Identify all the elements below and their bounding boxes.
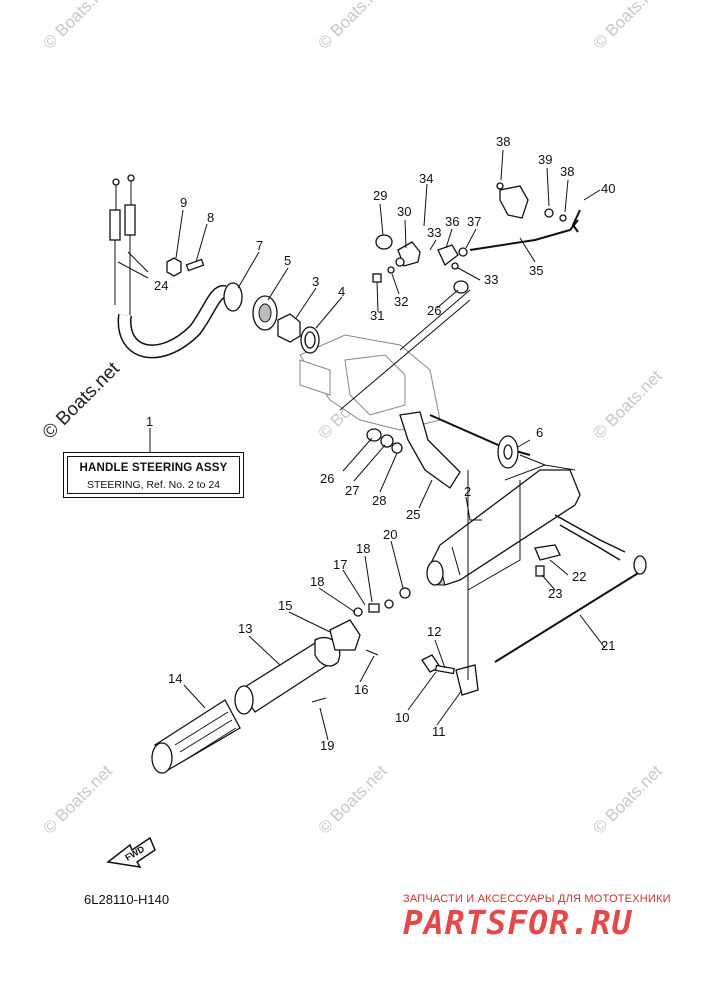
- bushing-stack: [223, 282, 320, 354]
- callout: 33: [484, 272, 498, 287]
- callout: 22: [572, 569, 586, 584]
- callout: 18: [356, 541, 370, 556]
- callout: 38: [560, 164, 574, 179]
- callout: 39: [538, 152, 552, 167]
- callout: 20: [383, 527, 397, 542]
- reference-lines: [339, 289, 521, 680]
- callout: 30: [397, 204, 411, 219]
- throttle-rod: [494, 514, 647, 663]
- upper-linkage: [372, 182, 581, 294]
- nut-and-bolt: [166, 257, 205, 277]
- callout: 3: [312, 274, 319, 289]
- callout: 32: [394, 294, 408, 309]
- brand-tagline: ЗАПЧАСТИ И АКСЕССУАРЫ ДЛЯ МОТОТЕХНИКИ: [403, 893, 671, 905]
- assembly-subtitle: STEERING, Ref. No. 2 to 24: [86, 479, 221, 491]
- callout: 40: [601, 181, 615, 196]
- grip-hardware: [353, 587, 411, 656]
- watermark: © Boats.net: [589, 761, 666, 838]
- callout: 26: [320, 471, 334, 486]
- watermark: © Boats.net: [39, 761, 116, 838]
- watermark-large: © Boats.net: [39, 358, 125, 444]
- assembly-title: HANDLE STEERING ASSY: [79, 462, 228, 474]
- callout: 27: [345, 483, 359, 498]
- assembly-label-box: HANDLE STEERING ASSY STEERING, Ref. No. …: [63, 452, 244, 498]
- watermark: © Boats.net: [589, 366, 666, 443]
- watermark: © Boats.net: [39, 0, 116, 53]
- callout: 38: [496, 134, 510, 149]
- callout: 26: [427, 303, 441, 318]
- callout: 18: [310, 574, 324, 589]
- callout: 13: [238, 621, 252, 636]
- watermark: © Boats.net: [314, 761, 391, 838]
- callout: 34: [419, 171, 433, 186]
- callout: 33: [427, 225, 441, 240]
- pivot-shaft: [429, 414, 546, 469]
- callout: 23: [548, 586, 562, 601]
- assembly-label-inner: HANDLE STEERING ASSY STEERING, Ref. No. …: [67, 456, 240, 494]
- callout-numbers: 2 3 4 5 6 7 8 9 10 11 12 13 14 15 16 17 …: [146, 134, 615, 753]
- callout: 25: [406, 507, 420, 522]
- callout: 9: [180, 195, 187, 210]
- friction-adjuster: [421, 654, 479, 696]
- callout: 4: [338, 284, 345, 299]
- callout: 17: [333, 557, 347, 572]
- callout: 6: [536, 425, 543, 440]
- callout: 5: [284, 253, 291, 268]
- diagram-code: 6L28110-H140: [84, 892, 170, 907]
- callout: 10: [395, 710, 409, 725]
- brand-logo[interactable]: ЗАПЧАСТИ И АКСЕССУАРЫ ДЛЯ МОТОТЕХНИКИ PA…: [403, 893, 687, 941]
- brand-name: PARTSFOR.RU: [403, 903, 633, 942]
- callout: 36: [445, 214, 459, 229]
- callout: 24: [154, 278, 168, 293]
- callout: 2: [464, 484, 471, 499]
- watermark: © Boats.net: [589, 0, 666, 53]
- assembly-callout: 1: [146, 414, 153, 429]
- throttle-cables: [109, 174, 227, 359]
- throttle-grip: [151, 619, 361, 774]
- callout: 11: [432, 724, 446, 739]
- callout: 35: [529, 263, 543, 278]
- callout: 16: [354, 682, 368, 697]
- callout: 21: [601, 638, 615, 653]
- watermarks: © Boats.net © Boats.net © Boats.net © Bo…: [39, 0, 666, 838]
- callout: 14: [168, 671, 182, 686]
- callout: 28: [372, 493, 386, 508]
- callout: 7: [256, 238, 263, 253]
- callout: 12: [427, 624, 441, 639]
- watermark: © Boats.net: [314, 0, 391, 53]
- leader-lines: [117, 149, 606, 741]
- callout: 19: [320, 738, 334, 753]
- callout: 29: [373, 188, 387, 203]
- callout: 15: [278, 598, 292, 613]
- callout: 37: [467, 214, 481, 229]
- callout: 8: [207, 210, 214, 225]
- forward-arrow-icon: FWD: [106, 836, 156, 868]
- lock-lever: [366, 411, 461, 489]
- callout: 31: [370, 308, 384, 323]
